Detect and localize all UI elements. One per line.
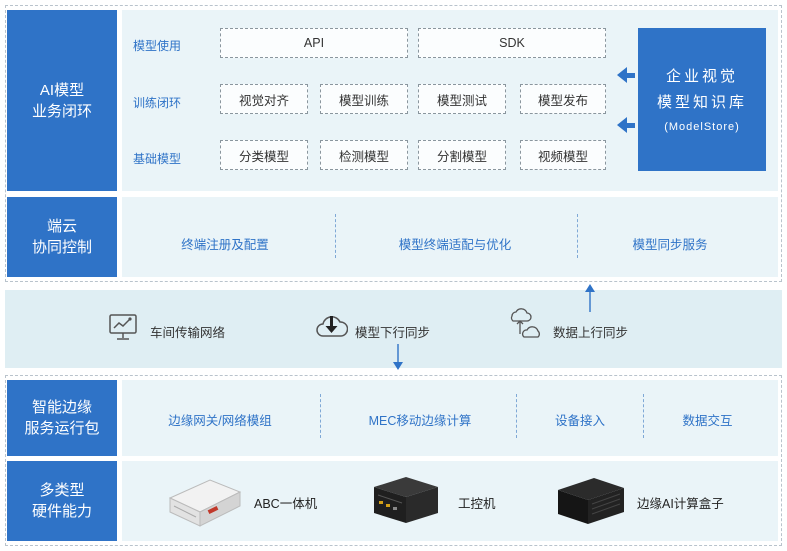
arrow-to-store-2 — [617, 117, 627, 133]
box-model-training: 模型训练 — [320, 84, 408, 114]
transfer-band — [5, 290, 782, 368]
edge-service-panel — [122, 380, 778, 456]
service-device-access: 设备接入 — [554, 414, 605, 428]
separator-3 — [320, 394, 321, 438]
cloud-group-frame — [5, 5, 782, 282]
arrow-to-store-1 — [617, 67, 627, 83]
box-api: API — [220, 28, 408, 58]
edge-group-frame — [5, 375, 782, 546]
data-uplink-label: 数据上行同步 — [553, 326, 629, 340]
cloud-upload-icon — [510, 308, 540, 338]
box-visual-alignment: 视觉对齐 — [220, 84, 308, 114]
box-classification-model: 分类模型 — [220, 140, 308, 170]
model-store-line2: 模型知识库 — [656, 93, 747, 111]
hardware-label: 多类型 硬件能力 — [7, 461, 117, 541]
box-video-model: 视频模型 — [520, 140, 606, 170]
box-model-testing: 模型测试 — [418, 84, 506, 114]
model-store-line1: 企业视觉 — [665, 67, 738, 85]
service-model-sync: 模型同步服务 — [632, 238, 708, 252]
service-terminal-registration: 终端注册及配置 — [181, 238, 269, 252]
all-in-one-device-image — [168, 479, 242, 527]
edge-cloud-panel — [122, 197, 778, 277]
separator-4 — [516, 394, 517, 438]
cloud-download-icon — [316, 316, 348, 337]
edge-ai-box-image — [558, 478, 624, 524]
monitor-chart-icon — [109, 314, 137, 340]
arrow-to-store-1-tail — [627, 73, 635, 78]
transfer-network-label: 车间传输网络 — [150, 326, 226, 340]
edge-cloud-label: 端云 协同控制 — [7, 197, 117, 277]
industrial-pc-image — [374, 477, 438, 523]
box-sdk: SDK — [418, 28, 606, 58]
service-data-exchange: 数据交互 — [682, 414, 733, 428]
row-title-base-models: 基础模型 — [133, 152, 182, 166]
ai-loop-label: AI模型 业务闭环 — [7, 10, 117, 191]
separator-2 — [577, 214, 578, 258]
download-arrow — [393, 344, 403, 370]
row-title-model-usage: 模型使用 — [133, 39, 182, 53]
box-detection-model: 检测模型 — [320, 140, 408, 170]
arrow-to-store-2-tail — [627, 123, 635, 128]
hardware-ai-box-label: 边缘AI计算盒子 — [637, 497, 724, 511]
edge-service-label: 智能边缘 服务运行包 — [7, 380, 117, 456]
upload-arrow — [585, 284, 595, 312]
model-store-box: 企业视觉 模型知识库 (ModelStore) — [638, 28, 766, 171]
model-downlink-label: 模型下行同步 — [355, 326, 431, 340]
model-store-line3: (ModelStore) — [664, 120, 740, 133]
service-terminal-adaptation: 模型终端适配与优化 — [398, 238, 512, 252]
service-edge-gateway: 边缘网关/网络模组 — [168, 414, 272, 428]
box-segmentation-model: 分割模型 — [418, 140, 506, 170]
separator-5 — [643, 394, 644, 438]
hardware-abc-label: ABC一体机 — [254, 497, 318, 511]
hardware-ipc-label: 工控机 — [458, 497, 496, 511]
service-mec: MEC移动边缘计算 — [368, 414, 472, 428]
separator-1 — [335, 214, 336, 258]
row-title-training-loop: 训练闭环 — [133, 96, 182, 110]
box-model-release: 模型发布 — [520, 84, 606, 114]
